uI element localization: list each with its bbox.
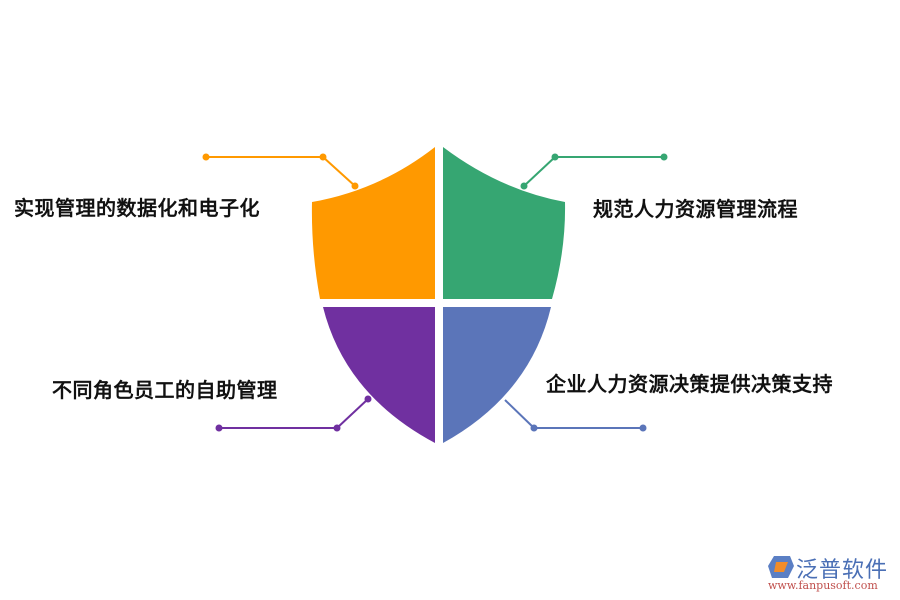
connector-bottom-right bbox=[504, 399, 647, 432]
logo-name: 泛普软件 bbox=[796, 558, 889, 583]
shield-quadrant-bottom-left bbox=[323, 307, 435, 443]
shield-quadrant-top-left bbox=[311, 147, 435, 299]
brand-logo: 泛普软件 www.fanpusoft.com bbox=[766, 552, 896, 596]
shield-quadrant-bottom-right bbox=[443, 307, 551, 443]
label-bottom-left: 不同角色员工的自助管理 bbox=[52, 378, 278, 402]
connector-top-left bbox=[202, 153, 359, 190]
label-bottom-right: 企业人力资源决策提供决策支持 bbox=[546, 372, 833, 396]
shield-quadrant-top-right bbox=[443, 147, 566, 299]
label-top-right: 规范人力资源管理流程 bbox=[593, 197, 798, 221]
connector-top-right bbox=[520, 153, 668, 190]
label-top-left: 实现管理的数据化和电子化 bbox=[14, 196, 260, 220]
connector-bottom-left bbox=[215, 395, 372, 432]
fanpu-logo-icon bbox=[768, 556, 794, 578]
logo-url: www.fanpusoft.com bbox=[768, 579, 878, 592]
